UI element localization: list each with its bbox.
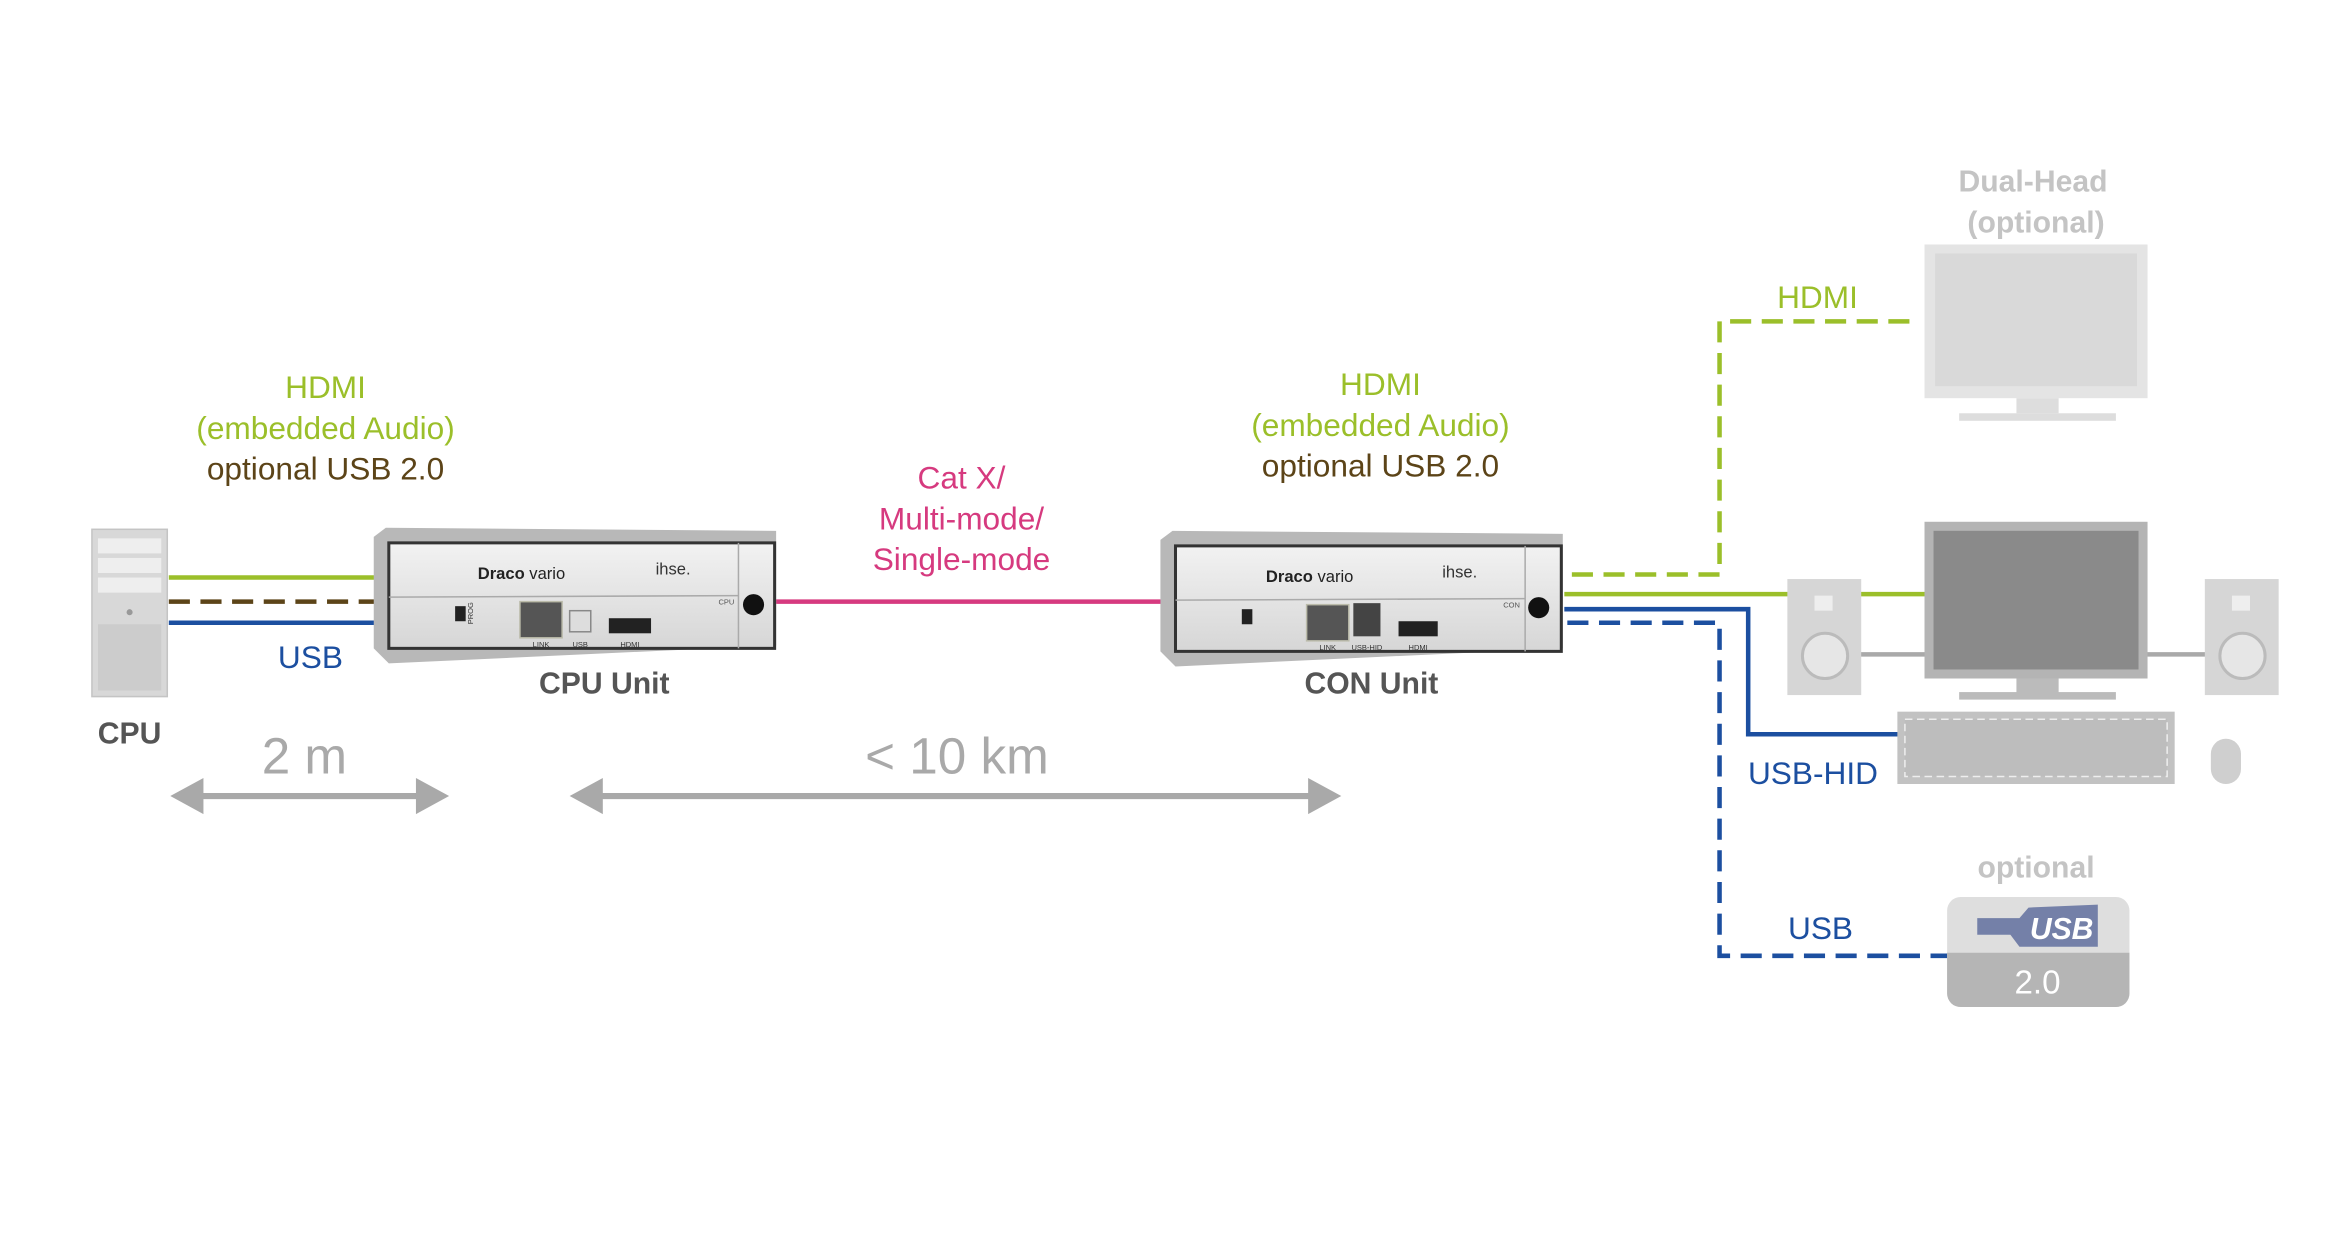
- con-link-port-label: LINK: [1319, 643, 1336, 652]
- usb-hid-cable: [1564, 606, 1899, 737]
- distance-arrow-short: [170, 777, 450, 815]
- con-link-port: [1305, 603, 1350, 642]
- con-hdmi-port-label: HDMI: [1409, 643, 1428, 652]
- usb-port-label: USB: [572, 640, 587, 649]
- distance-arrow-long: [569, 777, 1342, 815]
- dual-head-label: Dual-Head: [1959, 166, 2108, 199]
- usb-version-label: 2.0: [2014, 964, 2060, 1001]
- usb-hid-label: USB-HID: [1748, 755, 1878, 791]
- cpu-unit-tag: CPU: [718, 598, 734, 607]
- hdmi-label-right: HDMI: [1340, 366, 1421, 402]
- audio-label-right: (embedded Audio): [1251, 407, 1509, 443]
- link-label-3: Single-mode: [873, 541, 1051, 577]
- con-usb-hid-ports: [1353, 603, 1381, 637]
- audio-label-left: (embedded Audio): [196, 410, 454, 446]
- monitor-icon: [1924, 521, 2148, 700]
- cpu-tower-icon: [91, 528, 169, 698]
- usb-label-left: USB: [278, 639, 343, 675]
- con-usb-hid-port-label: USB-HID: [1351, 643, 1382, 652]
- hdmi-label-left: HDMI: [285, 369, 366, 405]
- speaker-left-icon: [1787, 579, 1862, 696]
- hdmi-port: [608, 618, 652, 634]
- usb-2-badge-icon: USB 2.0: [1947, 897, 2130, 1008]
- cpu-unit-label: CPU Unit: [539, 668, 670, 701]
- cpu-unit-device: Draco vario ihse. PROG LINK USB HDMI CPU: [373, 527, 777, 664]
- link-port: [519, 600, 563, 639]
- con-unit-device: Draco vario ihse. LINK USB-HID HDMI CON: [1160, 530, 1563, 667]
- mouse-icon: [2210, 738, 2241, 785]
- con-unit-label: CON Unit: [1304, 668, 1438, 701]
- con-hdmi-port: [1398, 621, 1438, 637]
- usb-optional-label-left: optional USB 2.0: [207, 451, 444, 487]
- usb-optional-label-right: optional USB 2.0: [1262, 448, 1499, 484]
- cpu-unit-logo: ihse.: [656, 560, 691, 579]
- con-unit-tag: CON: [1503, 601, 1520, 610]
- optional-label: optional: [1977, 851, 2094, 884]
- keyboard-icon: [1897, 711, 2175, 785]
- cpu-unit-brand: Draco vario: [478, 564, 565, 583]
- dual-head-optional-label: (optional): [1967, 206, 2104, 239]
- link-label-1: Cat X/: [918, 460, 1006, 496]
- usb-optional-cable: [1567, 620, 1951, 959]
- con-unit-logo: ihse.: [1442, 563, 1477, 582]
- distance-long-label: < 10 km: [865, 727, 1049, 784]
- prog-port-label: PROG: [466, 602, 475, 624]
- hdmi-dual-head-cable: [1571, 319, 1917, 577]
- con-unit-brand: Draco vario: [1266, 567, 1353, 586]
- hdmi-port-label: HDMI: [620, 640, 639, 649]
- hdmi-label-dual-head: HDMI: [1777, 279, 1858, 315]
- usb-label-right: USB: [1788, 910, 1853, 946]
- cpu-label: CPU: [98, 717, 162, 750]
- speaker-right-icon: [2204, 579, 2279, 696]
- link-label-2: Multi-mode/: [879, 500, 1044, 536]
- dual-head-monitor-icon: [1924, 244, 2148, 421]
- link-port-label: LINK: [533, 640, 550, 649]
- svg-text:USB: USB: [2030, 913, 2094, 946]
- distance-short-label: 2 m: [262, 727, 347, 784]
- usb-port: [568, 609, 592, 633]
